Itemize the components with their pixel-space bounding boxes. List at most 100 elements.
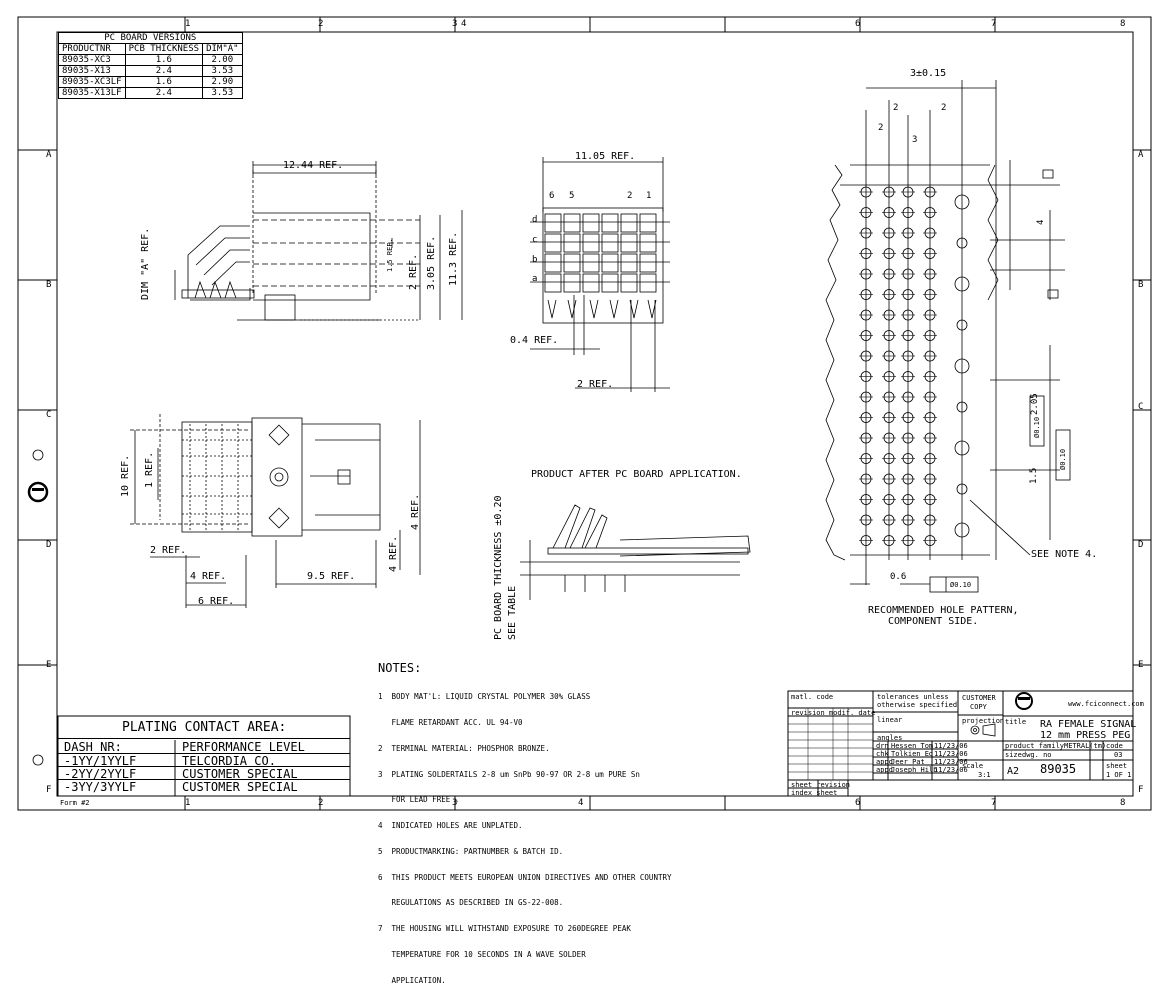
hole-grid xyxy=(859,186,970,546)
cell: 2.4 xyxy=(124,65,204,77)
tb-size-value: A2 xyxy=(1007,766,1020,777)
tb-check-date: 11/23/06 xyxy=(934,750,968,758)
dim-pattern-2b: 2 xyxy=(878,123,884,133)
plating-divider xyxy=(58,738,350,739)
dim-front-2: 2 REF. xyxy=(577,379,614,390)
zone-row-e-r: E xyxy=(1138,660,1144,670)
tb-title: RA FEMALE SIGNAL xyxy=(1040,719,1137,730)
tb-code: code xyxy=(1106,742,1123,750)
cell: 3.53 xyxy=(202,87,243,99)
side-disclaimer-top xyxy=(26,230,56,420)
peg-hole xyxy=(954,440,970,456)
dim-bottom-2: 2 REF. xyxy=(150,545,187,556)
pc-board-header: PRODUCTNR xyxy=(58,43,126,55)
pc-board-header: PCB THICKNESS xyxy=(124,43,204,55)
zone-col-1: 1 xyxy=(185,19,191,29)
row-d: d xyxy=(532,215,538,225)
plating-dash-2: -2YY/2YYLF xyxy=(64,767,137,781)
tb-title-label: title xyxy=(1005,718,1027,726)
dim-3-tol: 3±0.15 xyxy=(910,68,947,79)
left-symbols xyxy=(32,449,44,766)
plating-perf-1: TELCORDIA CO. xyxy=(182,754,276,768)
dim-bottom-6: 6 REF. xyxy=(198,596,235,607)
peg-hole xyxy=(954,276,970,292)
dim-9-5: 9.5 REF. xyxy=(307,571,356,582)
zone-col-8-b: 8 xyxy=(1120,798,1126,808)
dim-3-05: 3.05 REF. xyxy=(426,235,437,290)
form-number: Form #2 xyxy=(60,799,90,807)
cell: 89035-XC3LF xyxy=(58,76,126,88)
notes-list: 1 BODY MAT'L: LIQUID CRYSTAL POLYMER 30%… xyxy=(378,676,672,994)
plating-divider xyxy=(58,753,350,754)
tb-approved-name: Jeer Pat xyxy=(891,758,925,766)
zone-col-4: 4 xyxy=(461,19,467,29)
fci-logo xyxy=(1015,692,1033,710)
note-line: FOR LEAD FREE . xyxy=(378,795,460,805)
tb-dwg-no: dwg. no xyxy=(1022,751,1052,759)
tb-tolerance-2: otherwise specified xyxy=(877,701,958,709)
zone-row-f-r: F xyxy=(1138,785,1144,795)
note-line: 1 BODY MAT'L: LIQUID CRYSTAL POLYMER 30%… xyxy=(378,692,591,702)
zone-row-d: D xyxy=(46,540,52,550)
cell: 1.6 xyxy=(124,76,204,88)
dim-side-top: 12.44 REF. xyxy=(283,160,344,171)
note-line: 3 PLATING SOLDERTAILS 2-8 um SnPb 90-97 … xyxy=(378,769,640,779)
plating-col-dash: DASH NR: xyxy=(64,740,122,754)
plating-dash-1: -1YY/1YYLF xyxy=(64,754,137,768)
plating-dash-3: -3YY/3YYLF xyxy=(64,780,137,794)
tb-index-sheet: index sheet xyxy=(791,789,838,797)
peg-hole xyxy=(954,194,970,210)
application-view xyxy=(520,504,751,600)
tb-approved-2: appd xyxy=(876,766,893,774)
plating-divider xyxy=(58,766,350,767)
peg-hole xyxy=(956,401,968,413)
zone-col-4-b: 4 xyxy=(578,798,584,808)
peg-hole xyxy=(956,237,968,249)
tb-size: size xyxy=(1005,751,1022,759)
zone-row-f: F xyxy=(46,785,52,795)
cell: 1.6 xyxy=(124,54,204,66)
note-line: 5 PRODUCTMARKING: PARTNUMBER & BATCH ID. xyxy=(378,846,564,856)
pin-1: 1 xyxy=(646,191,652,201)
pc-board-title: PC BOARD VERSIONS xyxy=(58,32,243,44)
dim-1-5: 1.5 REF. xyxy=(386,238,394,272)
note-line: 7 THE HOUSING WILL WITHSTAND EXPOSURE TO… xyxy=(378,924,631,934)
see-note-4: SEE NOTE 4. xyxy=(1031,549,1098,560)
zone-row-e: E xyxy=(46,660,52,670)
tb-angles: angles xyxy=(877,734,903,742)
pin-6: 6 xyxy=(549,191,555,201)
notes-title: NOTES: xyxy=(378,661,422,675)
note-line: FLAME RETARDANT ACC. UL 94-V0 xyxy=(378,717,523,727)
zone-col-3: 3 xyxy=(452,19,458,29)
tb-drawn-name: Hessen Tom xyxy=(891,742,934,750)
tb-check-name: Tolkien Ed xyxy=(891,750,934,758)
note-line: TEMPERATURE FOR 10 SECONDS IN A WAVE SOL… xyxy=(378,950,586,959)
front-view xyxy=(530,157,670,392)
tol-frame-a: Ø0.10 xyxy=(950,581,972,589)
tol-frame-b: Ø0.10 xyxy=(1033,416,1041,438)
tb-approved-2-name: Joseph Hilb xyxy=(891,766,938,774)
plating-divider xyxy=(58,779,350,780)
tb-company-url: www.fciconnect.com xyxy=(1068,700,1144,708)
outer-frame xyxy=(17,16,1152,811)
pin-2: 2 xyxy=(627,191,633,201)
zone-col-2-b: 2 xyxy=(318,798,324,808)
row-a: a xyxy=(532,274,538,284)
tb-revision-header: revision modif. date xyxy=(791,709,876,717)
bottom-view xyxy=(130,414,421,608)
peg-hole xyxy=(954,522,970,538)
tb-sheet-revision: sheet revision xyxy=(791,781,851,789)
see-table-label: SEE TABLE xyxy=(507,585,518,640)
dim-pattern-2c: 2 xyxy=(941,103,947,113)
zone-col-8: 8 xyxy=(1120,19,1126,29)
dim-vert-4: 4 REF. xyxy=(388,535,399,572)
pcb-thickness-label: PC BOARD THICKNESS ±0.20 xyxy=(493,495,504,641)
cell: 89035-XC3 xyxy=(58,54,126,66)
zone-col-6: 6 xyxy=(855,19,861,29)
dim-pattern-4: 4 xyxy=(1036,219,1046,225)
zone-col-7: 7 xyxy=(991,19,997,29)
row-b: b xyxy=(532,255,538,265)
tb-scale-value: 3:1 xyxy=(978,771,991,779)
tb-drawn: drn xyxy=(876,742,889,750)
plating-perf-3: CUSTOMER SPECIAL xyxy=(182,780,298,794)
